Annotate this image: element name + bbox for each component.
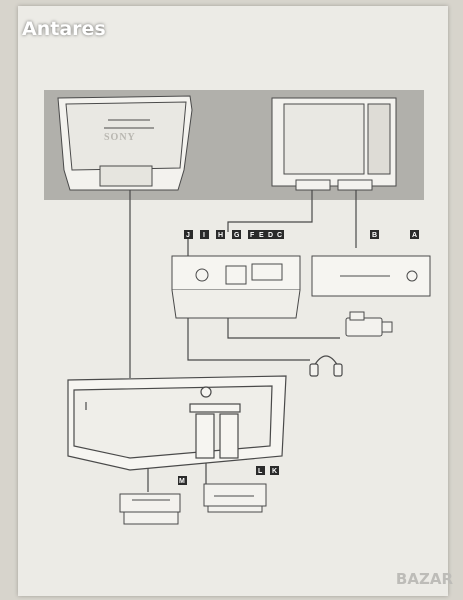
letter-labels: J I H G F E D C B A M L K [178,230,419,485]
label-c: C [275,230,284,239]
label-k: K [270,466,279,475]
svg-text:B: B [372,232,377,239]
svg-text:M: M [179,478,185,485]
svg-text:F: F [250,232,255,239]
label-d: D [266,230,275,239]
headphones-icon [309,355,343,377]
label-g: G [232,230,241,239]
label-j: J [184,230,193,239]
vcr-icon [203,483,267,513]
svg-text:A: A [412,232,417,239]
receiver-rear-panel [67,375,287,471]
svg-text:E: E [259,232,264,239]
svg-text:G: G [234,232,240,239]
label-m: M [178,476,187,485]
computer-icon [119,493,181,525]
tv-front [271,97,397,191]
watermark-text: Antares [22,18,106,40]
camcorder-icon [345,311,393,337]
monitor-brand: SONY [104,132,136,143]
svg-text:H: H [218,232,223,239]
vcr-front-panel [171,255,301,319]
label-a: A [410,230,419,239]
svg-text:K: K [272,468,277,475]
secondary-unit [311,255,431,297]
label-h: H [216,230,225,239]
label-f: F [248,230,257,239]
label-e: E [257,230,266,239]
svg-text:I: I [203,232,205,239]
label-l: L [256,466,265,475]
label-b: B [370,230,379,239]
svg-text:J: J [186,232,190,239]
site-logo: BAZAR [395,570,453,588]
svg-text:L: L [258,468,263,475]
svg-text:C: C [277,232,282,239]
label-i: I [200,230,209,239]
svg-text:D: D [268,232,273,239]
monitor-rear [57,95,193,191]
